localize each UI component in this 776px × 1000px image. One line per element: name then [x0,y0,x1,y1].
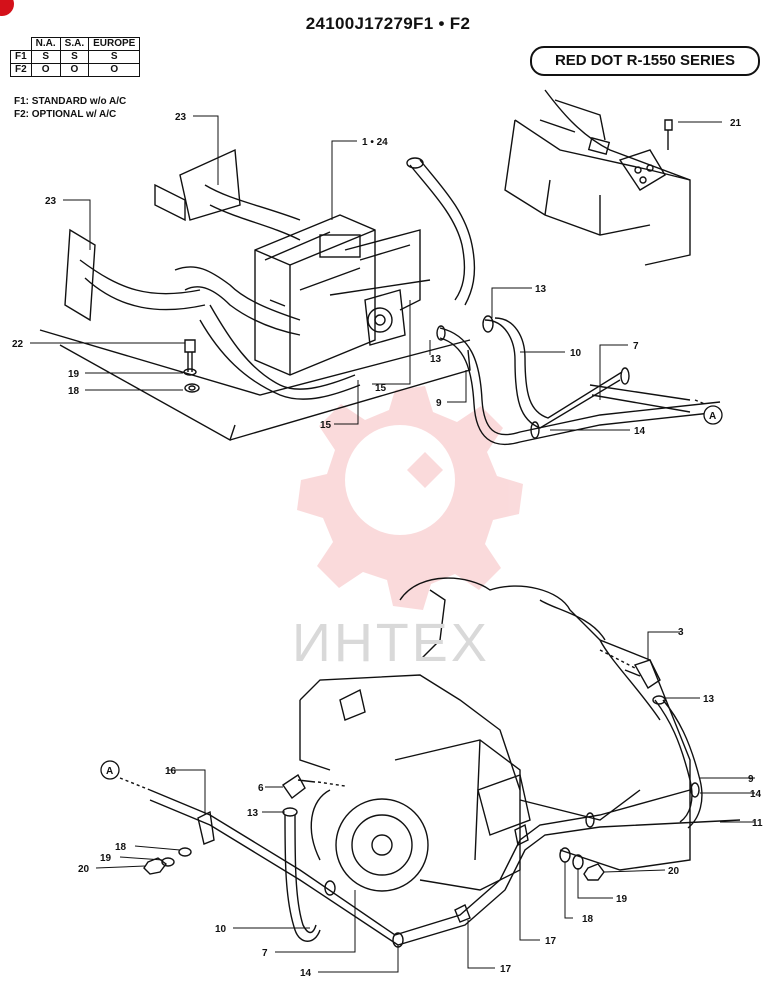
callout-13: 13 [247,808,259,819]
callout-21: 21 [730,118,742,129]
callout-17: 17 [500,964,512,975]
callout-19: 19 [100,853,112,864]
leader-lines [30,115,755,973]
callout-18: 18 [115,842,127,853]
ref-marker-a-circle [703,405,723,425]
red-corner-mark [0,0,14,16]
callout-20: 20 [78,864,90,875]
callout-7: 7 [262,948,268,959]
selection-table: N.A. S.A. EUROPE F1 S S S F2 O O O [10,37,141,77]
callout-14: 14 [634,426,646,437]
callout-18: 18 [68,386,80,397]
callout-17: 17 [545,936,557,947]
selection-table-header: N.A. S.A. EUROPE [10,37,141,51]
callout-14: 14 [300,968,312,979]
watermark-gear-icon [297,386,523,610]
engine-assembly [119,577,741,948]
callout-23: 23 [175,112,187,123]
note-line: F2: OPTIONAL w/ A/C [14,109,117,120]
callout-23: 23 [45,196,57,207]
ref-marker-a: A [106,766,113,777]
callout-13: 13 [703,694,715,705]
diagram-title: 24100J17279F1 • F2 [305,14,471,33]
callout-9: 9 [436,398,442,409]
callout-1-24: 1 • 24 [362,137,388,148]
callout-labels: 21 23 1 • 24 23 13 10 7 22 13 19 18 15 9… [12,112,763,979]
table-cell: O [30,63,61,77]
table-cell: O [88,63,141,77]
ref-marker-a: A [709,411,716,422]
callout-10: 10 [570,348,582,359]
notes-block: F1: STANDARD w/o A/C F2: OPTIONAL w/ A/C [14,95,126,121]
callout-19: 19 [616,894,628,905]
callout-22: 22 [12,339,24,350]
control-console [504,89,691,266]
table-cell: O [59,63,90,77]
note-line: F1: STANDARD w/o A/C [14,96,127,107]
callout-15: 15 [375,383,387,394]
callout-18: 18 [582,914,594,925]
callout-7: 7 [633,341,639,352]
callout-9: 9 [748,774,754,785]
table-row: F2 O O O [10,63,141,77]
callout-15: 15 [320,420,332,431]
callout-16: 16 [165,766,177,777]
callout-3: 3 [678,627,684,638]
callout-10: 10 [215,924,227,935]
callout-13: 13 [535,284,547,295]
callout-14: 14 [750,789,762,800]
watermark-text: ИНТЕХ [292,613,490,673]
callout-19: 19 [68,369,80,380]
upper-assembly [39,148,721,446]
ref-marker-a-circle [100,760,120,780]
callout-20: 20 [668,866,680,877]
callout-11: 11 [752,818,763,829]
callout-6: 6 [258,783,264,794]
series-badge: RED DOT R-1550 SERIES [530,46,760,76]
callout-13: 13 [430,354,442,365]
